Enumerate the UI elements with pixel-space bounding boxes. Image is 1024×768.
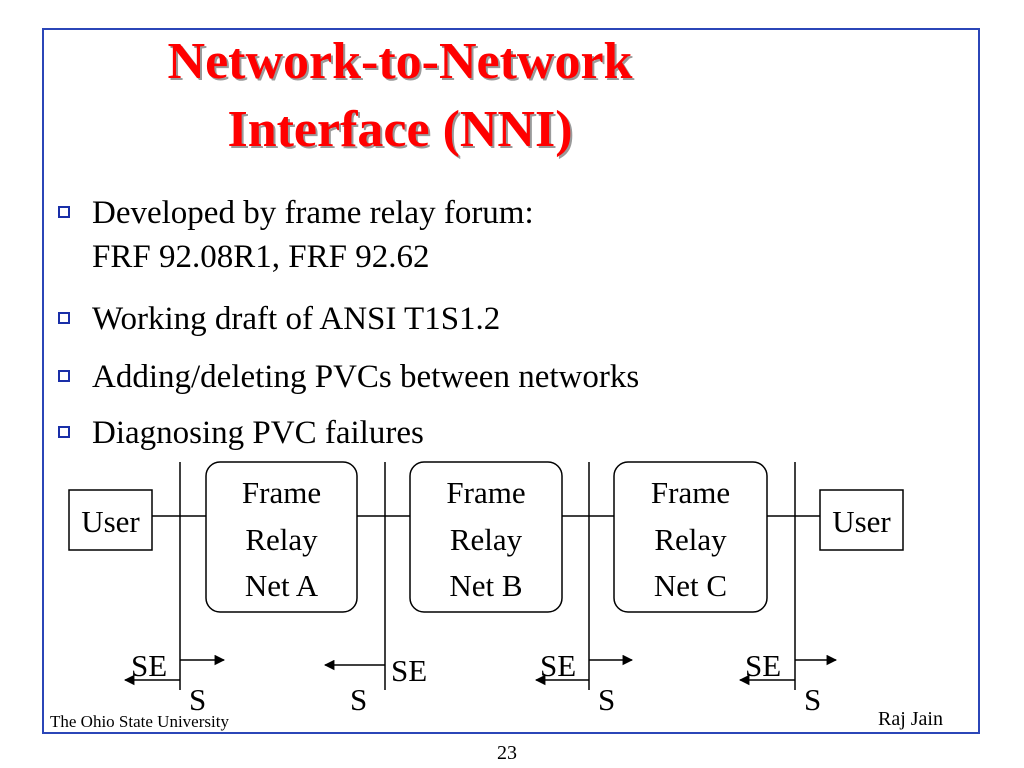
bullet-text: Developed by frame relay forum: [92,195,534,231]
network-c-label-1: Frame [651,475,730,510]
footer-author: Raj Jain [878,708,943,730]
footer-institution: The Ohio State University [50,712,229,731]
s-label: S [804,682,821,717]
bullet-text-continued: FRF 92.08R1, FRF 92.62 [92,239,430,275]
square-bullet-icon [58,206,70,218]
user-box-left [68,489,153,551]
se-label: SE [131,648,167,683]
network-a-label-2: Relay [245,522,318,557]
network-b-label-2: Relay [450,522,523,557]
network-box-b [409,461,563,613]
page-number: 23 [497,742,517,764]
se-label: SE [745,648,781,683]
bullet-text: Diagnosing PVC failures [92,415,424,451]
s-label: S [598,682,615,717]
network-b-label-1: Frame [446,475,525,510]
bullet-text: Working draft of ANSI T1S1.2 [92,301,501,337]
s-label: S [350,682,367,717]
network-box-a [205,461,358,613]
slide-title-line1: Network-to-Network [167,33,633,90]
square-bullet-icon [58,370,70,382]
square-bullet-icon [58,426,70,438]
se-label: SE [391,653,427,688]
s-label: S [189,682,206,717]
user-box-right [819,489,904,551]
bullet-text: Adding/deleting PVCs between networks [92,359,640,395]
network-a-label-3: Net A [245,568,319,603]
network-box-c [613,461,768,613]
se-label: SE [540,648,576,683]
network-b-label-3: Net B [449,568,522,603]
network-c-label-2: Relay [654,522,727,557]
slide-border [42,28,980,734]
user-box-left-label: User [81,504,140,539]
square-bullet-icon [58,312,70,324]
network-c-label-3: Net C [654,568,727,603]
slide-title-line2: Interface (NNI) [227,101,573,158]
user-box-right-label: User [832,504,891,539]
network-a-label-1: Frame [242,475,321,510]
